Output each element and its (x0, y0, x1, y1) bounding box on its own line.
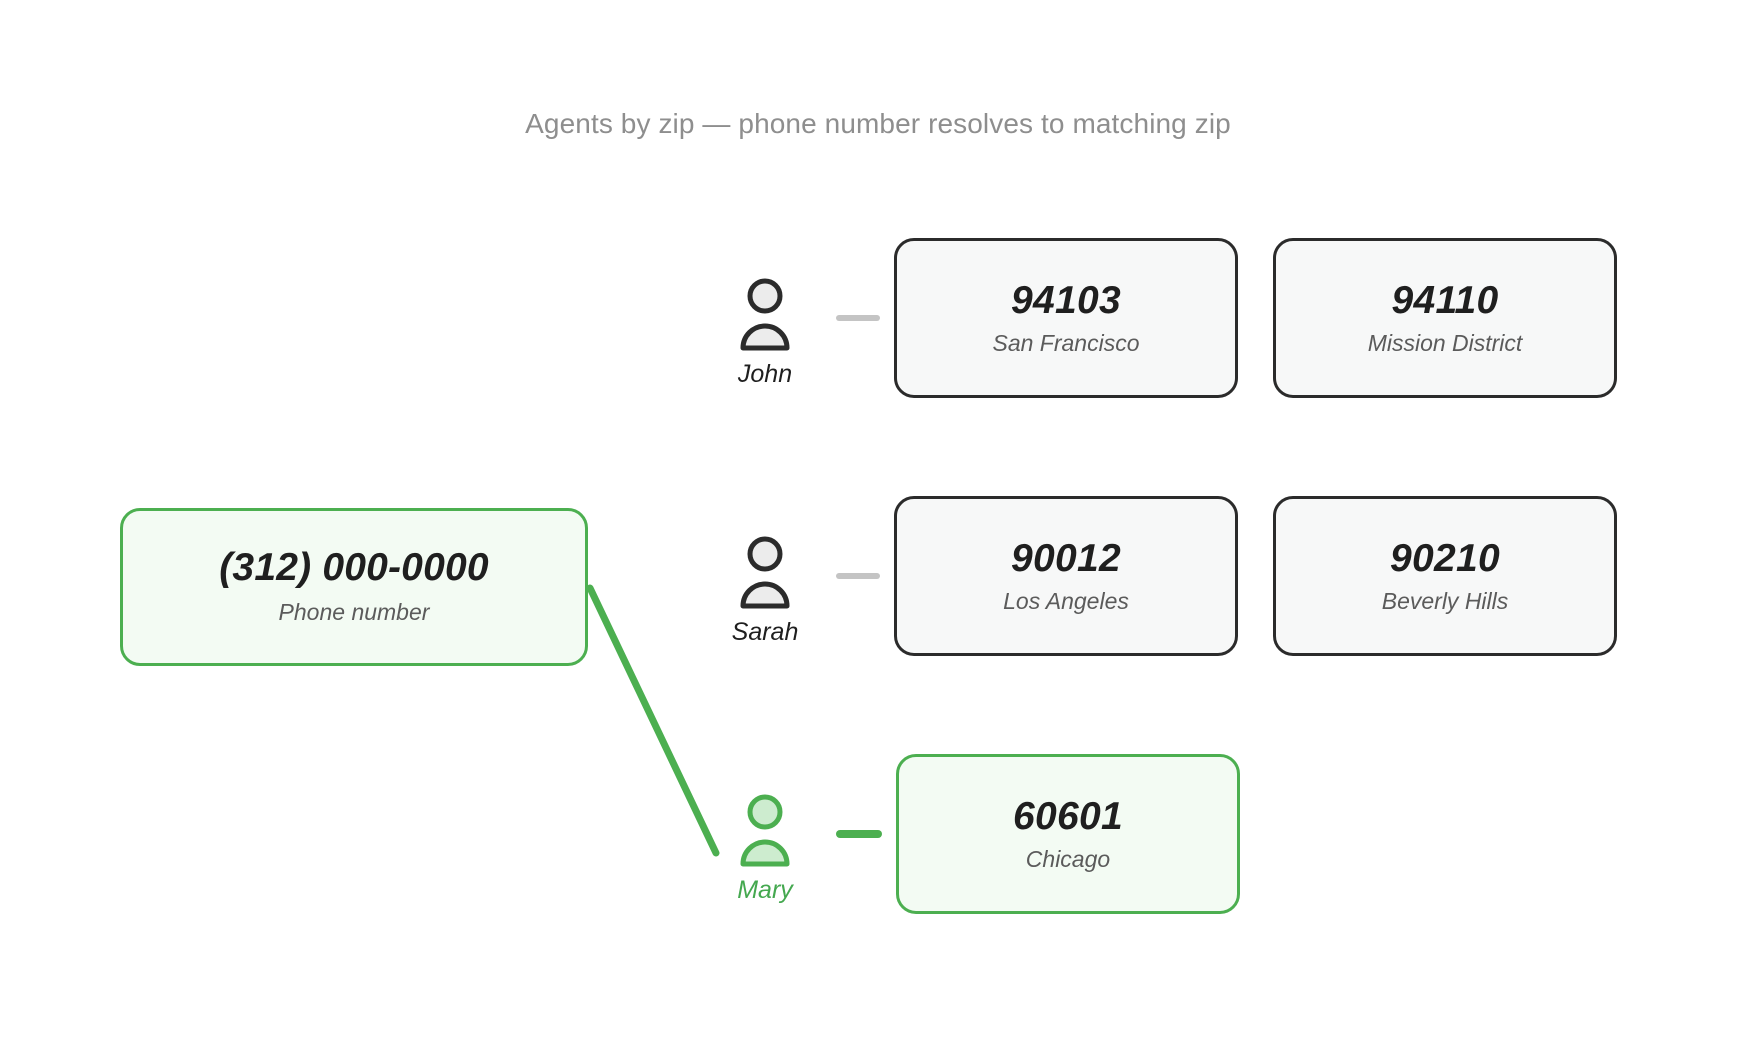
zip-card-group: 94103 San Francisco 94110 Mission Distri… (894, 238, 1680, 398)
phone-number-label: Phone number (278, 599, 430, 626)
person-icon (740, 278, 790, 351)
agent-sarah[interactable]: Sarah (700, 535, 830, 645)
zip-city: San Francisco (992, 330, 1140, 357)
zip-card[interactable]: 90210 Beverly Hills (1273, 496, 1617, 656)
agent-row-sarah: Sarah 90012 Los Angeles 90210 Beverly Hi… (700, 490, 1680, 690)
zip-city: Mission District (1367, 330, 1523, 357)
zip-city: Beverly Hills (1381, 588, 1509, 615)
agent-mary[interactable]: Mary (700, 793, 830, 903)
agent-name: Mary (737, 876, 793, 904)
connector-dash (836, 573, 880, 579)
zip-card[interactable]: 90012 Los Angeles (894, 496, 1238, 656)
agent-name: John (737, 360, 793, 388)
zip-code: 60601 (1013, 794, 1123, 838)
zip-card-group: 60601 Chicago (896, 754, 1680, 914)
page-title: Agents by zip — phone number resolves to… (525, 108, 1231, 139)
agent-john[interactable]: John (700, 277, 830, 387)
zip-card[interactable]: 94110 Mission District (1273, 238, 1617, 398)
agent-row-mary: Mary 60601 Chicago (700, 748, 1680, 948)
zip-code: 90012 (1011, 536, 1121, 580)
phone-number-value: (312) 000-0000 (219, 545, 489, 589)
zip-code: 94110 (1391, 278, 1499, 322)
connector-dash (836, 315, 880, 321)
zip-card[interactable]: 94103 San Francisco (894, 238, 1238, 398)
zip-code: 90210 (1390, 536, 1500, 580)
zip-card-group: 90012 Los Angeles 90210 Beverly Hills (894, 496, 1680, 656)
phone-number-card[interactable]: (312) 000-0000 Phone number (120, 508, 588, 666)
agent-name: Sarah (731, 618, 799, 646)
connector-phone-to-mary (586, 584, 720, 857)
person-icon (740, 536, 790, 609)
agent-row-john: John 94103 San Francisco 94110 Mission D… (700, 232, 1680, 432)
person-icon (740, 794, 790, 867)
zip-code: 94103 (1011, 278, 1121, 322)
zip-city: Los Angeles (1003, 588, 1129, 615)
connector-dash (836, 830, 882, 838)
zip-city: Chicago (1025, 846, 1111, 873)
zip-card[interactable]: 60601 Chicago (896, 754, 1240, 914)
